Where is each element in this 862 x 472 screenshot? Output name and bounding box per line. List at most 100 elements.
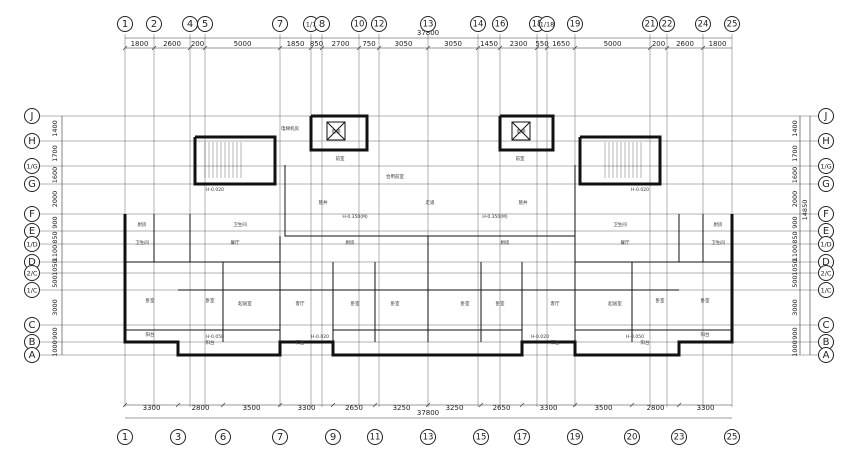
axis-right-marker: C <box>818 317 834 333</box>
dim-left-segment: 500 <box>51 275 59 287</box>
axis-top-marker: 22 <box>659 16 675 32</box>
dim-tick <box>497 45 503 51</box>
axis-label: 10 <box>354 20 365 30</box>
elevator-box <box>511 121 531 141</box>
axis-label: 13 <box>423 20 434 30</box>
axis-right-marker: J <box>818 108 834 124</box>
stair-core-left <box>193 135 277 186</box>
level-mark: H-0.020 <box>531 334 549 340</box>
axis-bubble <box>724 16 740 32</box>
axis-label: 15 <box>476 433 487 443</box>
dim-bottom-segment: 3300 <box>143 404 161 412</box>
axis-bubble <box>818 133 834 149</box>
axis-label: H <box>822 136 830 147</box>
axis-bubble <box>117 16 133 32</box>
level-mark: H-0.050 <box>206 334 224 340</box>
overall-dim-right: 14850 <box>801 200 809 221</box>
dim-left-segment: 2000 <box>51 191 59 208</box>
dim-left-segment: 3000 <box>51 299 59 316</box>
dim-right-segment: 1600 <box>791 167 799 184</box>
room-label: 卧室 <box>146 297 155 304</box>
axis-label: 1 <box>122 432 128 443</box>
axis-label: A <box>29 350 36 361</box>
axis-label: H <box>28 136 36 147</box>
dim-tick <box>308 45 314 51</box>
axis-top-marker: 2 <box>146 16 162 32</box>
elevator-box <box>326 121 346 141</box>
axis-bubble <box>695 16 711 32</box>
axis-top-marker: 1/7 <box>303 16 319 32</box>
axis-right-marker: 1/G <box>818 158 834 174</box>
axis-label: 25 <box>727 433 738 443</box>
axis-bubble <box>642 16 658 32</box>
dim-right-segment: 1050 <box>791 259 799 276</box>
dim-top-segment: 3050 <box>395 40 413 48</box>
axis-top-marker: 5 <box>197 16 213 32</box>
axis-right-marker: 1/C <box>818 282 834 298</box>
room-label: 卫生间 <box>711 239 725 246</box>
axis-bottom-marker: 13 <box>420 429 436 445</box>
dim-top-segment: 2600 <box>676 40 694 48</box>
axis-bubble <box>420 16 436 32</box>
room-label: 电梯机房 <box>281 125 299 132</box>
dim-tick <box>572 402 578 408</box>
axis-bubble <box>325 429 341 445</box>
dim-tick <box>676 402 682 408</box>
dim-right-segment: 1000 <box>791 340 799 357</box>
axis-label: G <box>822 179 830 190</box>
dim-top-segment: 1850 <box>287 40 305 48</box>
axis-label: 1/C <box>27 287 38 295</box>
room-label: 客厅 <box>551 300 560 307</box>
axis-left-marker: 1/G <box>24 158 40 174</box>
axis-top-marker: 13 <box>420 16 436 32</box>
dim-bottom-segment: 3500 <box>243 404 261 412</box>
axis-label: E <box>29 226 35 237</box>
axis-label: 11 <box>370 433 381 443</box>
dim-tick <box>664 45 670 51</box>
room-label: 阳台 <box>146 331 155 338</box>
axis-bubble <box>367 429 383 445</box>
elevator-mark <box>511 121 531 141</box>
axis-bubble <box>272 429 288 445</box>
axis-right-marker: A <box>818 347 834 363</box>
axis-bottom-marker: 15 <box>473 429 489 445</box>
dim-right-segment: 2000 <box>791 191 799 208</box>
axis-label: 6 <box>220 432 226 443</box>
stair-core-right <box>578 135 662 186</box>
dim-top-segment: 200 <box>191 40 204 48</box>
axis-label: 14 <box>473 20 484 30</box>
room-label: 起居室 <box>608 300 622 307</box>
dim-top-segment: 1800 <box>131 40 149 48</box>
axis-bubble <box>492 16 508 32</box>
axis-label: J <box>30 111 34 122</box>
room-label: 阳台 <box>296 339 305 346</box>
dim-left-segment: 900 <box>51 327 59 339</box>
dim-right-segment: 850 <box>791 231 799 243</box>
dim-top-segment: 2600 <box>163 40 181 48</box>
axis-top-marker: 1 <box>117 16 133 32</box>
room-label: 卫生间 <box>613 221 627 228</box>
axis-top-marker: 1/18 <box>539 16 555 32</box>
dim-bottom-segment: 2800 <box>647 404 665 412</box>
dim-tick <box>277 402 283 408</box>
axis-label: 24 <box>698 20 709 30</box>
axis-label: 19 <box>570 433 581 443</box>
axis-label: 7 <box>277 432 283 443</box>
axis-bubble <box>24 108 40 124</box>
level-mark: H-0.350(M) <box>482 214 508 220</box>
axis-bubble <box>420 429 436 445</box>
axis-bubble <box>351 16 367 32</box>
dim-tick <box>187 45 193 51</box>
axis-label: 21 <box>645 20 656 30</box>
axis-left-marker: 1/C <box>24 282 40 298</box>
axis-top-marker: 14 <box>470 16 486 32</box>
axis-label: F <box>823 209 829 220</box>
room-label: 卧室 <box>391 300 400 307</box>
dim-tick <box>425 402 431 408</box>
dim-bottom-segment: 2650 <box>493 404 511 412</box>
axis-label: 2/C <box>821 270 832 278</box>
dim-top-segment: 1450 <box>480 40 498 48</box>
axis-label: 25 <box>727 20 738 30</box>
axis-label: G <box>28 179 36 190</box>
